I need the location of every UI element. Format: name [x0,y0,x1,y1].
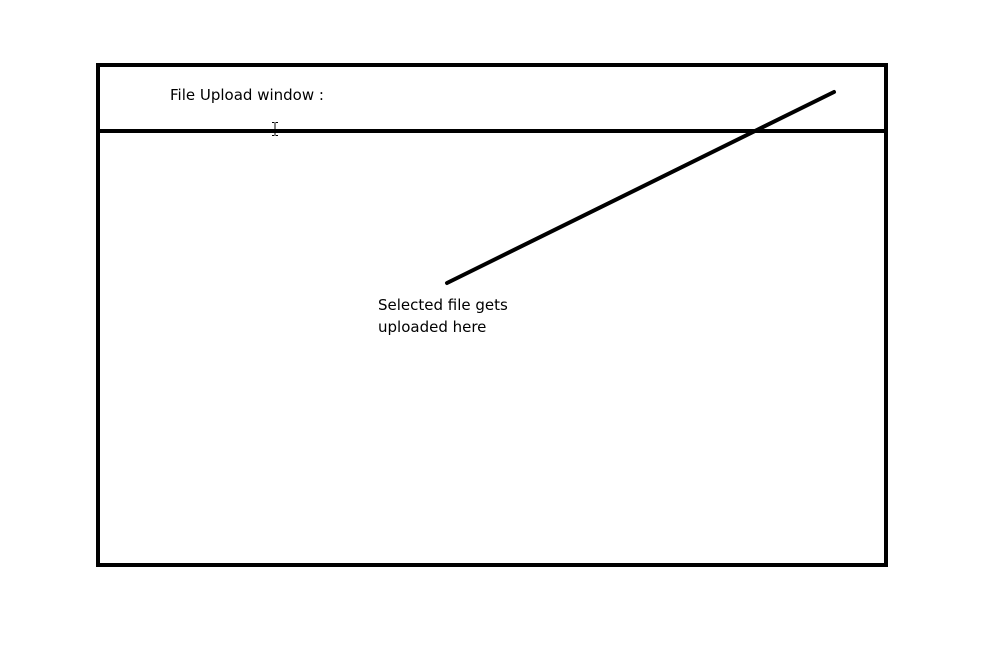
window-title: File Upload window : [170,86,324,104]
annotation-label: Selected file gets uploaded here [378,294,508,338]
text-cursor-icon [272,122,278,136]
upload-area[interactable] [100,133,884,563]
annotation-line-2: uploaded here [378,318,487,336]
annotation-line-1: Selected file gets [378,296,508,314]
window-header: File Upload window : [100,67,884,133]
